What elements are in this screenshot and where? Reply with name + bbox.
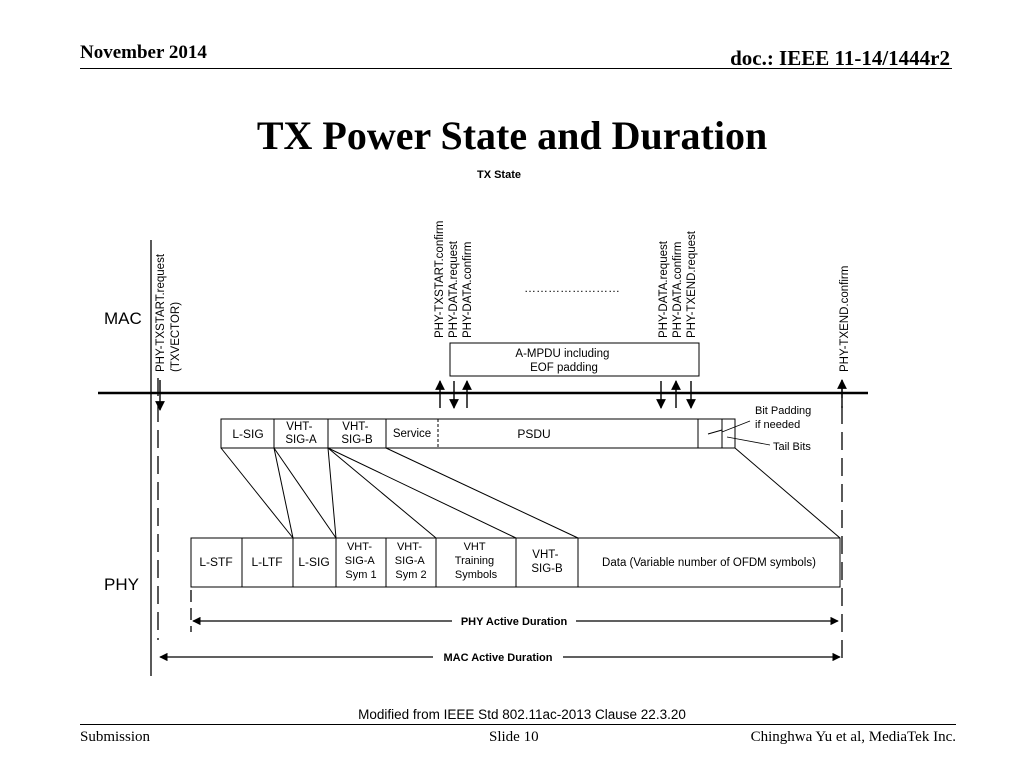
ampdu-box-label: A-MPDU including EOF padding xyxy=(515,348,612,374)
bit-padding-note: Bit Padding if needed xyxy=(755,405,814,431)
phy-layer-label: PHY xyxy=(104,575,139,594)
header-rule xyxy=(80,68,952,69)
header-doc-id: doc.: IEEE 11-14/1444r2 xyxy=(730,46,950,70)
diagram-caption: Modified from IEEE Std 802.11ac-2013 Cla… xyxy=(358,707,686,722)
phy-field-vht-sig-a-sym2: VHT- SIG-A Sym 2 xyxy=(395,541,427,581)
phy-field-vht-training: VHT Training Symbols xyxy=(455,541,498,581)
mac-layer-label: MAC xyxy=(104,309,142,328)
mac-active-duration-label: MAC Active Duration xyxy=(444,652,553,664)
psdu-frame-row xyxy=(220,418,736,449)
tail-bits-note: Tail Bits xyxy=(773,441,811,453)
psdu-field-lsig: L-SIG xyxy=(232,427,263,441)
phy-field-vht-sig-a-sym1: VHT- SIG-A Sym 1 xyxy=(345,541,377,581)
txend-confirm-label: PHY-TXEND.confirm xyxy=(839,266,851,372)
txstart-request-label: PHY-TXSTART.request (TXVECTOR) xyxy=(155,251,182,372)
bit-padding-leader xyxy=(721,420,751,433)
phy-field-data: Data (Variable number of OFDM symbols) xyxy=(602,557,816,569)
ampdu-box xyxy=(449,342,700,377)
tx-state-label: TX State xyxy=(477,169,521,181)
header-date: November 2014 xyxy=(80,42,207,63)
slide-title: TX Power State and Duration xyxy=(256,113,768,158)
tail-bits-leader xyxy=(726,436,771,446)
footer-author: Chinghwa Yu et al, MediaTek Inc. xyxy=(750,729,956,745)
start-primitives-label: PHY-TXSTART.confirm PHY-DATA.request PHY… xyxy=(434,217,474,338)
footer-slide-number: Slide 10 xyxy=(489,729,539,745)
phy-frame-row xyxy=(190,537,841,588)
ellipsis-label: …………………… xyxy=(524,281,620,295)
phy-field-vht-sig-b: VHT- SIG-B xyxy=(531,549,563,575)
psdu-field-vht-sig-a: VHT- SIG-A xyxy=(285,421,317,446)
phy-active-duration-label: PHY Active Duration xyxy=(461,616,568,628)
psdu-field-vht-sig-b: VHT- SIG-B xyxy=(341,421,373,446)
field-mapping-lines xyxy=(220,447,841,539)
mac-active-label-bg xyxy=(433,649,563,664)
psdu-field-psdu: PSDU xyxy=(517,427,550,441)
phy-field-lltf: L-LTF xyxy=(251,555,282,569)
phy-field-lsig: L-SIG xyxy=(298,555,329,569)
phy-field-lstf: L-STF xyxy=(199,555,232,569)
footer-submission: Submission xyxy=(80,729,151,745)
footer-rule xyxy=(80,724,956,725)
end-primitives-label: PHY-DATA.request PHY-DATA.confirm PHY-TX… xyxy=(658,230,698,338)
phy-active-label-bg xyxy=(452,613,576,628)
psdu-field-service: Service xyxy=(393,428,431,440)
